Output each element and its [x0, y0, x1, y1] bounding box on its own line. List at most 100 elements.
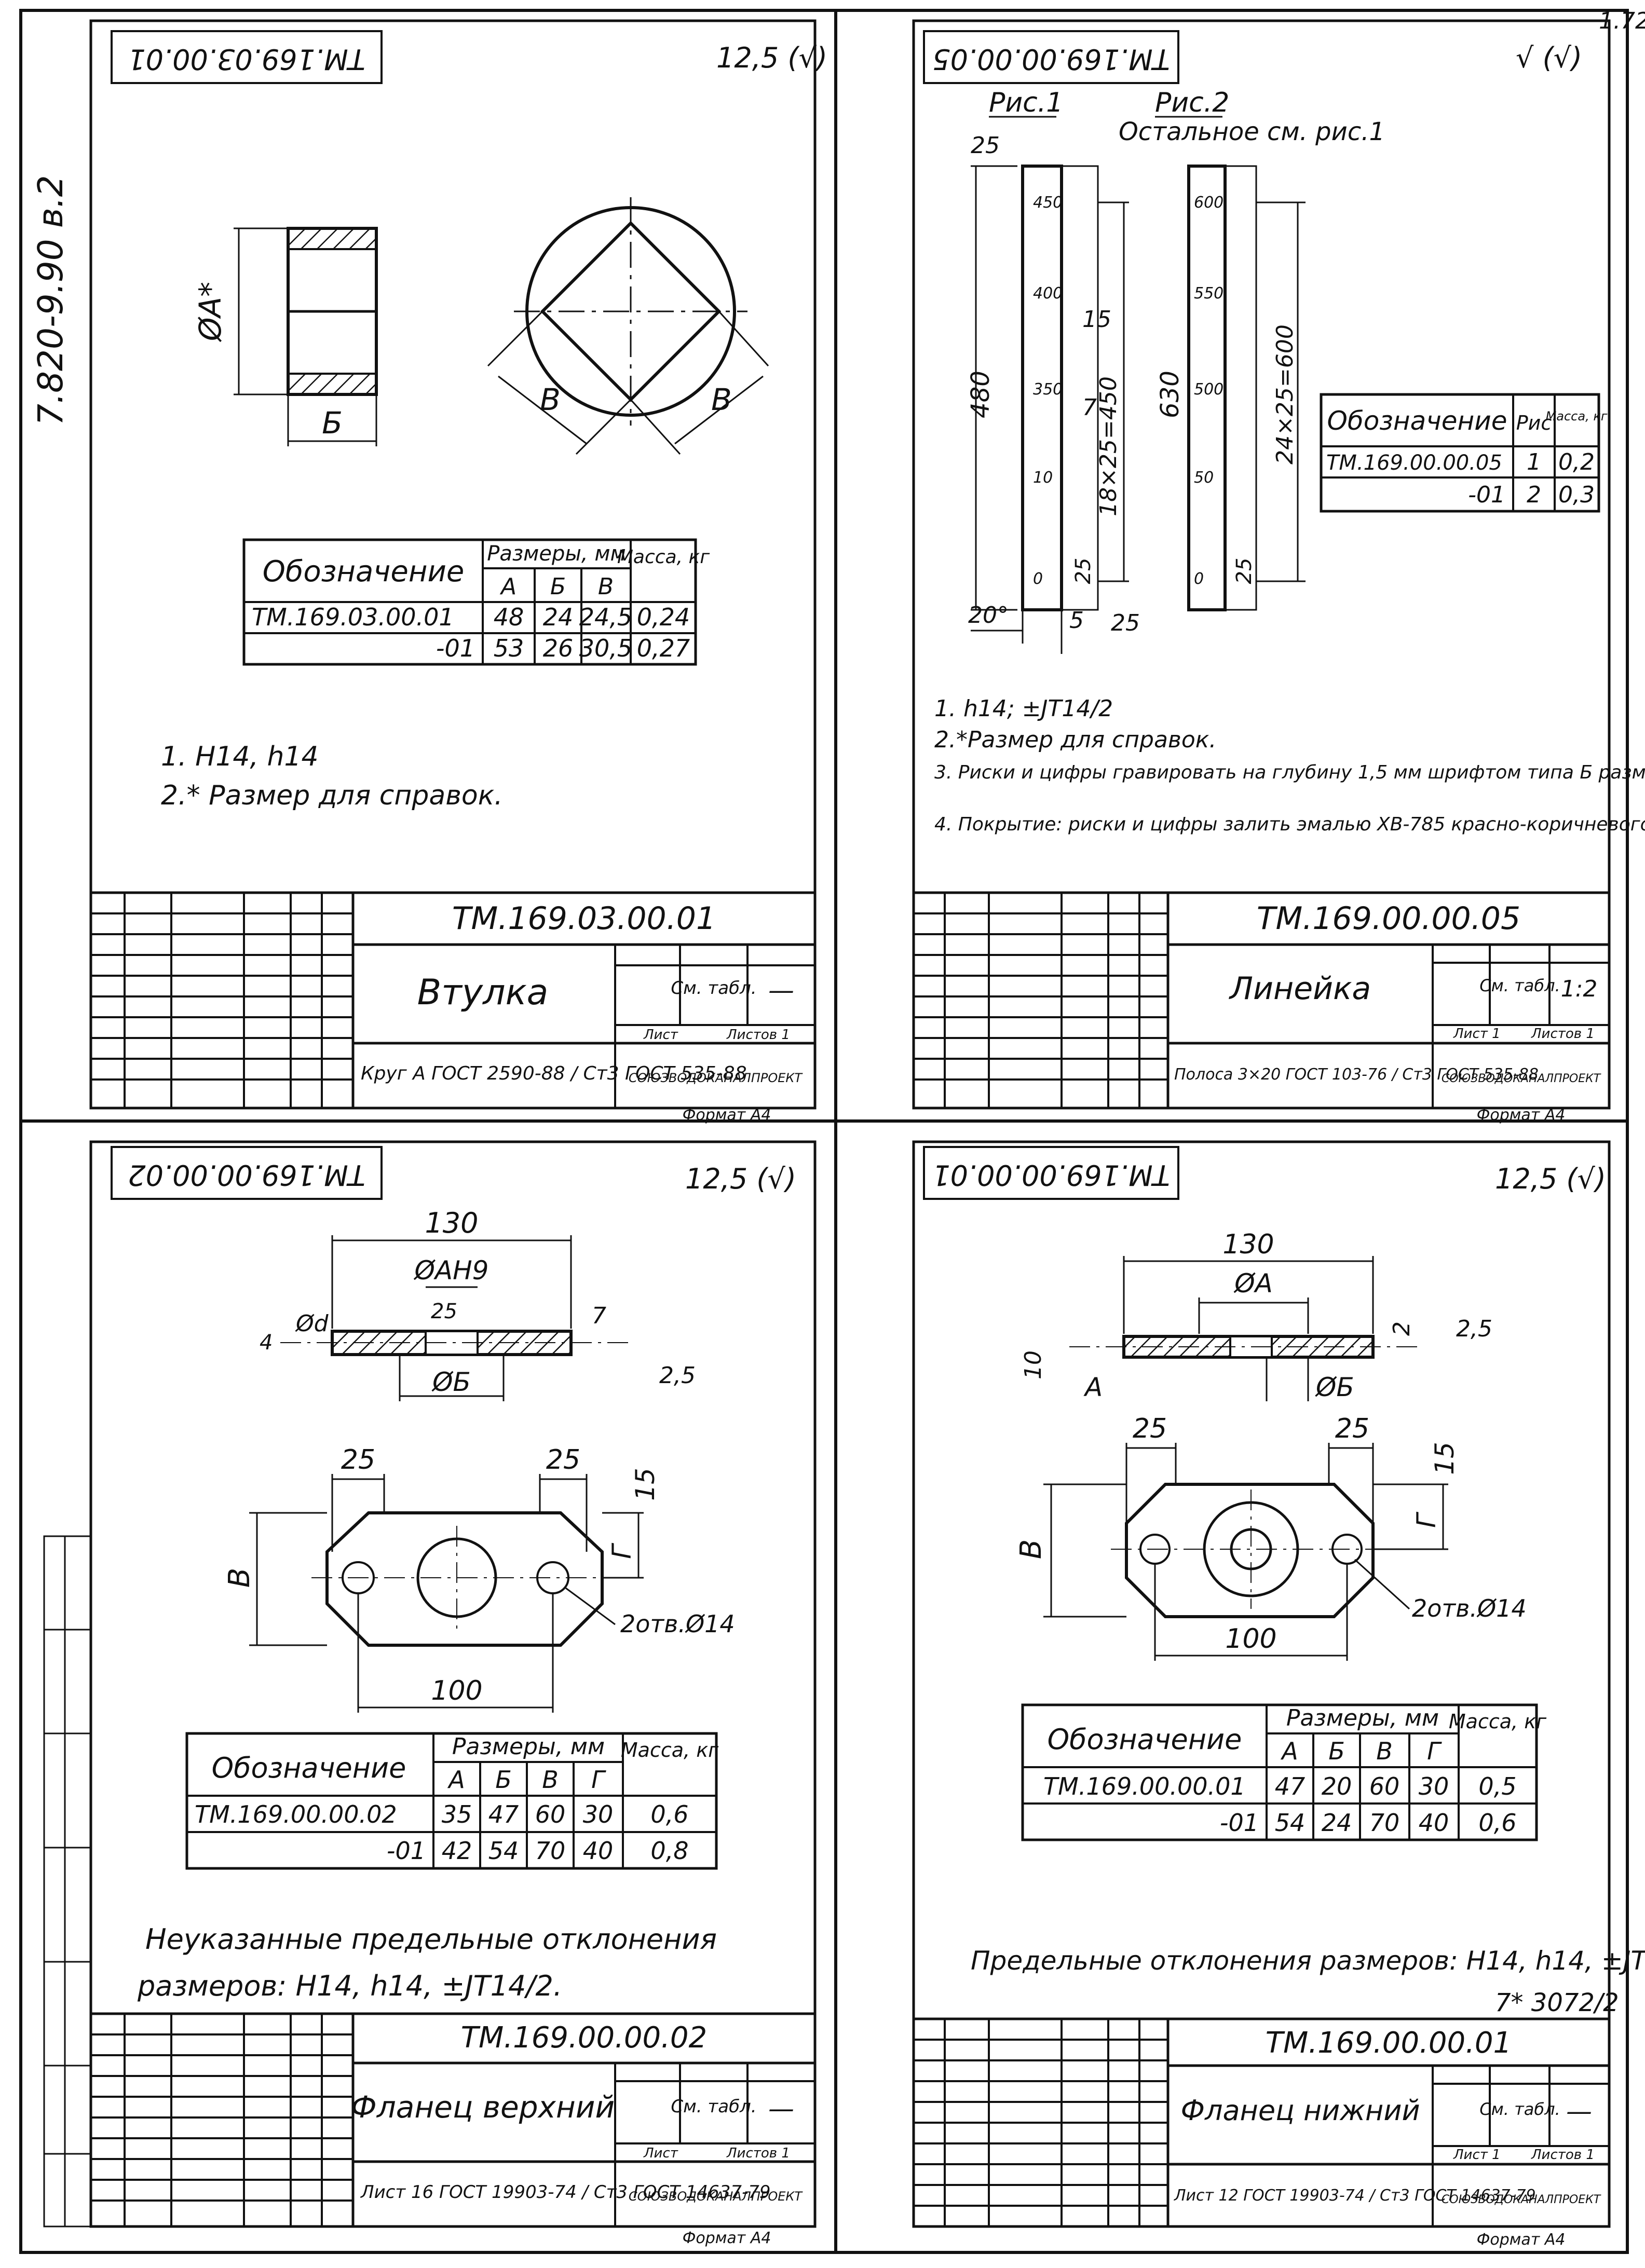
title-name: Втулка	[417, 972, 549, 1013]
dim-label: 25	[431, 1300, 457, 1323]
table-head-sizes: Размеры, мм	[1286, 1705, 1439, 1731]
table-cell: 0,27	[637, 634, 690, 662]
note-line: 4. Покрытие: риски и цифры залить эмалью…	[934, 814, 1645, 835]
title-mass: См. табл.	[671, 2096, 756, 2117]
flange-plan-view	[249, 1474, 644, 1713]
page-frame	[19, 9, 1629, 2254]
title-material: Лист 16 ГОСТ 19903-74 / Ст3 ГОСТ 14637-7…	[360, 2182, 771, 2203]
sheet-bushing: ТМ.169.03.00.01 12,5 (√) ØА* Б	[89, 19, 827, 1124]
table-head-designation: Обозначение	[212, 1752, 406, 1784]
dim-label: А	[1083, 1372, 1103, 1402]
dim-diameter-a: ØА*	[193, 282, 228, 342]
margin-stamp-strip	[43, 1535, 92, 2228]
table-cell: 0,6	[650, 1800, 688, 1828]
table-cell: -01	[1220, 1809, 1259, 1837]
dim-label: 630	[1155, 371, 1185, 418]
table-cell: 60	[1369, 1772, 1400, 1800]
title-mass: См. табл.	[1479, 2099, 1560, 2119]
dim-label: ØБ	[431, 1367, 471, 1397]
dim-label: Г	[607, 1542, 637, 1559]
title-org: СОЮЗВОДОКАНАЛПРОЕКТ	[1442, 1072, 1601, 1085]
table-cell: 40	[1419, 1809, 1449, 1837]
ruler-fig1	[971, 165, 1129, 654]
title-code: ТМ.169.00.00.01	[1266, 2026, 1512, 2060]
dim-label: 100	[431, 1675, 482, 1706]
title-format: Формат А4	[683, 1106, 771, 1124]
ruler2-mark: 600	[1194, 194, 1223, 212]
code-stamp-box	[923, 30, 1179, 84]
title-material: Круг А ГОСТ 2590-88 / Ст3 ГОСТ 535-88	[361, 1063, 746, 1084]
table-cell: 1	[1527, 449, 1541, 475]
dim-label: 25	[546, 1444, 580, 1475]
title-org: СОЮЗВОДОКАНАЛПРОЕКТ	[1442, 2193, 1601, 2206]
table-sub: А	[1280, 1737, 1298, 1765]
title-scale: —	[768, 975, 794, 1005]
roughness-mark: 12,5 (√)	[1495, 1163, 1606, 1195]
dim-label: 18×25=450	[1095, 376, 1122, 516]
dim-label: 25	[1133, 1413, 1167, 1444]
title-material: Лист 12 ГОСТ 19903-74 / Ст3 ГОСТ 14637-7…	[1174, 2187, 1536, 2205]
fig2-note: Остальное см. рис.1	[1119, 117, 1385, 146]
title-code: ТМ.169.03.00.01	[452, 900, 716, 937]
title-org: СОЮЗВОДОКАНАЛПРОЕКТ	[629, 2189, 804, 2204]
sheet-ruler: ТМ.169.00.00.05 √ (√) Рис.1 Рис.2 Осталь…	[912, 19, 1645, 1124]
table-cell: 20	[1322, 1772, 1352, 1800]
table-cell: ТМ.169.03.00.01	[252, 603, 454, 631]
title-sheet: Лист 1	[1453, 1026, 1501, 1042]
table-cell: 48	[494, 603, 524, 631]
dim-label: 2,5	[659, 1362, 696, 1389]
title-sheets: Листов 1	[726, 1027, 790, 1043]
dim-label: 4	[260, 1331, 273, 1355]
dim-v-right: В	[711, 382, 732, 417]
table-head-designation: Обозначение	[263, 555, 465, 589]
title-name: Фланец нижний	[1180, 2094, 1420, 2127]
code-stamp: ТМ.169.00.00.02	[128, 1158, 365, 1191]
table-sub: А	[447, 1766, 465, 1794]
table-cell: ТМ.169.00.00.01	[1043, 1772, 1246, 1800]
dim-label: 5	[1069, 607, 1084, 634]
dim-label: Ød	[295, 1310, 329, 1337]
title-block	[912, 2017, 1611, 2228]
title-code: ТМ.169.00.00.05	[1257, 900, 1520, 937]
title-format: Формат А4	[1477, 2231, 1566, 2249]
table-cell: 60	[535, 1800, 566, 1828]
dim-label: 25	[1335, 1413, 1369, 1444]
sizes-table	[1021, 1703, 1538, 1841]
title-sheet: Лист	[643, 2146, 678, 2161]
title-scale: 1:2	[1561, 976, 1598, 1002]
title-sheet: Лист	[643, 1027, 678, 1043]
title-block	[912, 891, 1611, 1110]
title-scale: —	[768, 2094, 794, 2124]
ruler1-mark: 400	[1033, 284, 1063, 303]
sizes-table	[242, 538, 697, 666]
table-sub-v: В	[598, 573, 614, 600]
dim-label: 2отв.Ø14	[620, 1610, 735, 1638]
title-name: Линейка	[1229, 971, 1371, 1007]
sheet-lower-flange: ТМ.169.00.00.01 12,5 (√) 130 ØА 2 2,5 10…	[912, 1140, 1645, 2249]
dim-label: 130	[425, 1207, 478, 1239]
title-format: Формат А4	[1477, 1106, 1566, 1124]
ruler1-mark: 10	[1033, 469, 1053, 487]
ruler2-mark: 0	[1194, 570, 1204, 588]
album-code: 7.820-9.90 в.2	[31, 175, 71, 426]
table-head-fig: Рис	[1516, 412, 1552, 434]
table-cell: 24	[1322, 1809, 1352, 1837]
note-line: 2.*Размер для справок.	[934, 727, 1216, 753]
note-line: 1. h14; ±JT14/2	[934, 695, 1113, 722]
table-cell: 0,6	[1478, 1809, 1516, 1837]
title-sheet: Лист 1	[1453, 2147, 1501, 2163]
dim-label: ØА	[1233, 1268, 1273, 1299]
fig1-label: Рис.1	[989, 87, 1063, 118]
table-sub-b: Б	[550, 573, 566, 600]
title-format: Формат А4	[683, 2229, 771, 2247]
note-line: размеров: Н14, h14, ±JT14/2.	[137, 1970, 562, 2002]
note-line: Неуказанные предельные отклонения	[145, 1923, 717, 1956]
title-name: Фланец верхний	[351, 2089, 615, 2125]
ruler-fig2	[1187, 165, 1306, 611]
table-cell: -01	[1468, 482, 1505, 508]
dim-label: 15	[1082, 306, 1111, 333]
note-line: Предельные отклонения размеров: Н14, h14…	[971, 1946, 1645, 1976]
title-code: ТМ.169.00.00.02	[461, 2021, 707, 2055]
flange-section-view	[280, 1235, 628, 1401]
dim-b: Б	[322, 405, 343, 441]
